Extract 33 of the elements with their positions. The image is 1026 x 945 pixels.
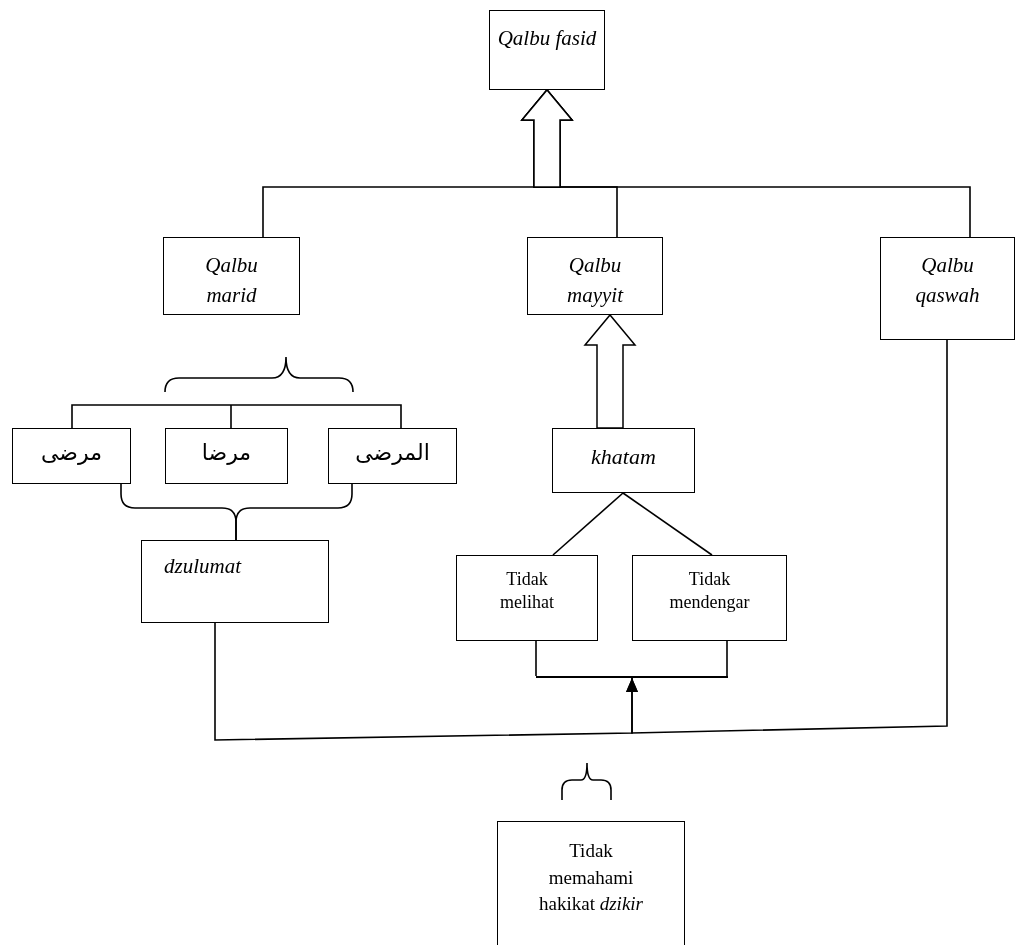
- text-box: [456, 555, 598, 641]
- node-label: مرضى: [41, 439, 102, 467]
- connector-line: [230, 404, 402, 429]
- node-label: المرضى: [355, 439, 430, 467]
- text-box: [497, 821, 685, 945]
- text-box: [141, 540, 329, 623]
- connector-line: [71, 404, 232, 429]
- connector-line: [235, 483, 353, 541]
- text-box: [527, 237, 663, 315]
- connector-line: [230, 404, 232, 429]
- node-label: Tidak melihat: [499, 568, 555, 613]
- node-label: Qalbu qaswah: [914, 252, 981, 310]
- node-label: dzulumat: [164, 553, 241, 580]
- node-label: Qalbu mayyit: [566, 252, 625, 310]
- text-box: [163, 237, 300, 315]
- text-box: [489, 10, 605, 90]
- text-box: [632, 555, 787, 641]
- connector-line: [726, 640, 728, 677]
- connector-line: [552, 492, 624, 556]
- text-box: [880, 237, 1015, 340]
- text-box: [12, 428, 131, 484]
- connector-line: [622, 492, 713, 556]
- node-label: Qalbu fasid: [497, 25, 597, 52]
- text-box: [165, 428, 288, 484]
- connector-line: [535, 640, 537, 677]
- node-label: Tidak mendengar: [668, 568, 751, 613]
- node-label: مرضا: [201, 439, 252, 467]
- node-label: khatam: [591, 443, 656, 471]
- node-label: Tidak memahami hakikat dzikir: [538, 839, 644, 917]
- text-box: [328, 428, 457, 484]
- arrow: [626, 339, 948, 734]
- text-box: [552, 428, 695, 493]
- node-label: Qalbu marid: [204, 252, 259, 310]
